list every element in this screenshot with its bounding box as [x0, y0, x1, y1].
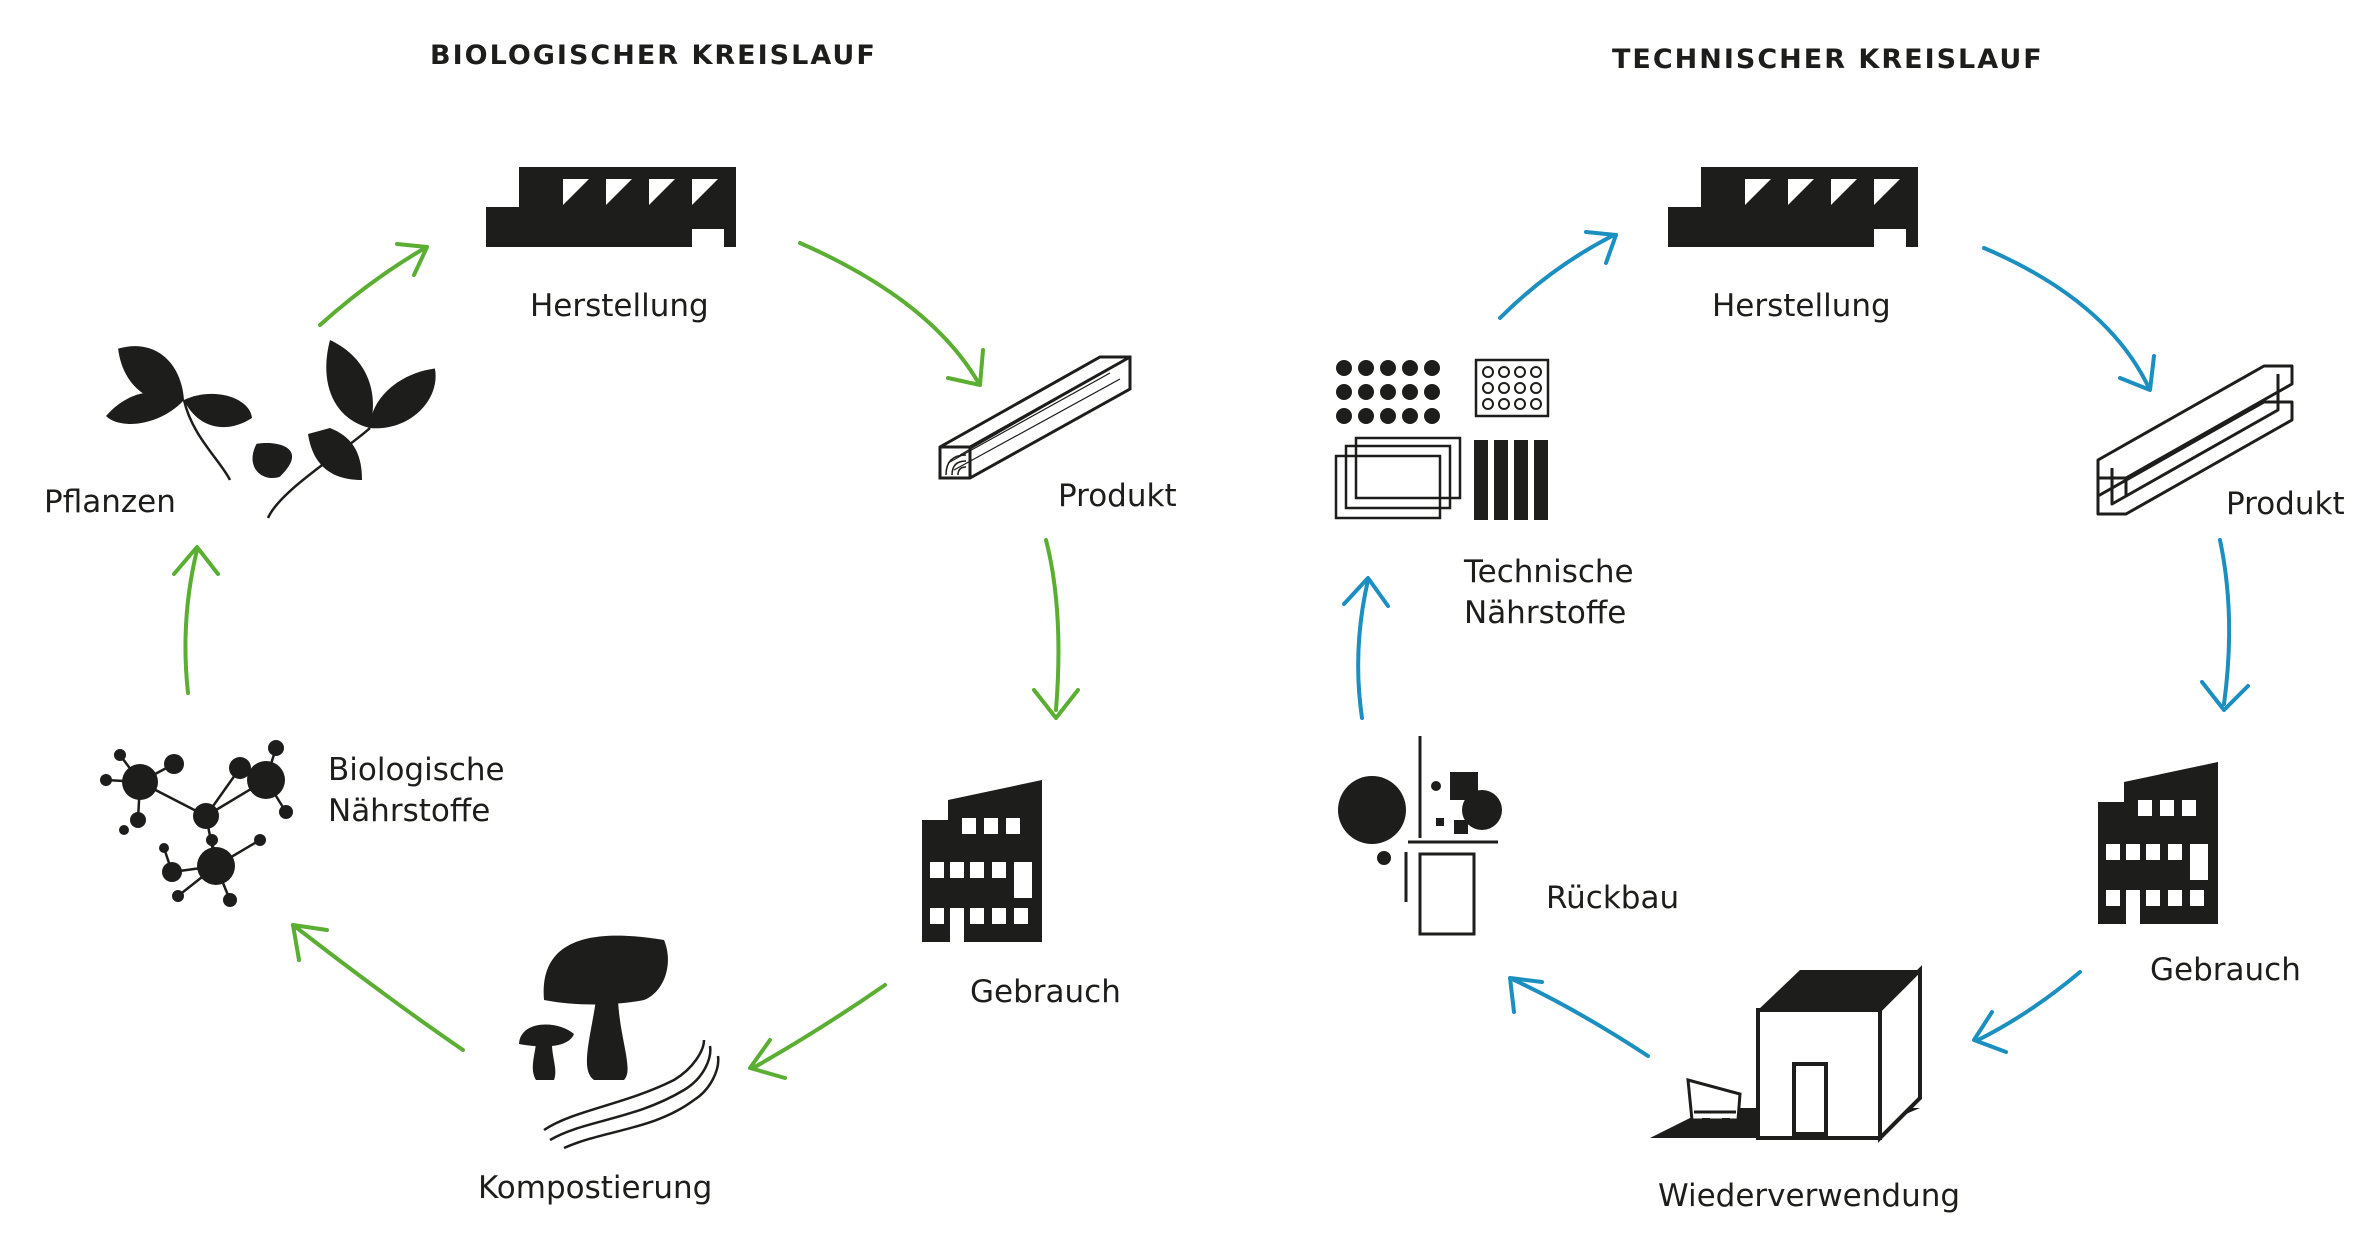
bio-kompostierung-label: Kompostierung: [478, 1170, 713, 1206]
tech-herstellung-label: Herstellung: [1712, 288, 1891, 324]
factory-icon: [486, 167, 736, 247]
timber-beam-icon: [938, 355, 1132, 480]
tech-naehrstoffe-label: Technische Nährstoffe: [1464, 552, 1634, 634]
materials-icon: [1334, 358, 1550, 520]
leaves-icon: [106, 340, 436, 519]
tech-rueckbau-label: Rückbau: [1546, 880, 1680, 916]
biological-arrows: [172, 241, 1080, 1080]
tech-naehrstoffe-line2: Nährstoffe: [1464, 595, 1627, 631]
factory-icon: [1668, 167, 1918, 247]
tech-wiederverwendung-label: Wiederverwendung: [1658, 1178, 1961, 1214]
dismantling-icon: [1338, 736, 1502, 936]
building-icon: [2098, 762, 2218, 924]
building-icon: [922, 780, 1042, 942]
molecules-icon: [100, 740, 293, 907]
biological-cycle-title: BIOLOGISCHER KREISLAUF: [430, 40, 877, 71]
tech-gebrauch-label: Gebrauch: [2150, 952, 2301, 988]
bio-naehrstoffe-line2: Nährstoffe: [328, 793, 491, 829]
technical-arrows: [1342, 230, 2250, 1058]
technical-cycle-title: TECHNISCHER KREISLAUF: [1612, 44, 2044, 75]
tech-naehrstoffe-line1: Technische: [1464, 554, 1634, 590]
reuse-house-icon: [1650, 965, 1922, 1143]
steel-beam-icon: [2096, 364, 2294, 516]
bio-produkt-label: Produkt: [1058, 478, 1177, 514]
tech-produkt-label: Produkt: [2226, 486, 2345, 522]
mushrooms-icon: [519, 935, 720, 1150]
bio-naehrstoffe-line1: Biologische: [328, 752, 505, 788]
bio-herstellung-label: Herstellung: [530, 288, 709, 324]
bio-pflanzen-label: Pflanzen: [44, 484, 176, 520]
bio-gebrauch-label: Gebrauch: [970, 974, 1121, 1010]
bio-naehrstoffe-label: Biologische Nährstoffe: [328, 750, 505, 832]
